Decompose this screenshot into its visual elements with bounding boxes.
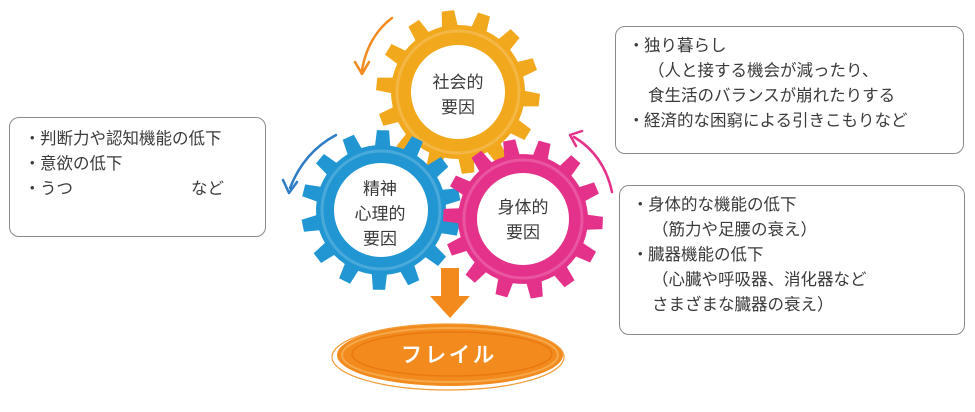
list-item-detail: 食生活のバランスが崩れたりする xyxy=(648,86,896,105)
physical-factors-box: ・身体的な機能の低下 （筋力や足腰の衰え） ・臓器機能の低下 （心臓や呼吸器、消… xyxy=(619,185,965,335)
list-item: ・身体的な機能の低下 xyxy=(632,195,797,214)
list-item: ・独り暮らし xyxy=(628,36,727,55)
list-item: ・経済的な困窮による引きこもりなど xyxy=(628,111,908,130)
list-item-detail: （人と接する機会が減ったり、 xyxy=(648,61,879,80)
list-item-detail: （筋力や足腰の衰え） xyxy=(652,220,817,239)
gear-physical-label: 身体的 要因 xyxy=(497,198,549,243)
gear-psychological-label: 精神 心理的 要因 xyxy=(354,179,406,250)
list-item: ・うつなど xyxy=(24,179,224,198)
list-item-detail: さまざまな臓器の衰え） xyxy=(652,295,834,314)
gear-social-label: 社会的 要因 xyxy=(432,73,484,118)
list-item: ・判断力や認知機能の低下 xyxy=(24,129,222,148)
list-item: ・臓器機能の低下 xyxy=(632,245,764,264)
gear-psychological-icon xyxy=(301,130,461,290)
gear-physical-icon xyxy=(443,139,603,299)
curved-arrow-top-icon xyxy=(353,16,394,76)
list-item-detail: （心臓や呼吸器、消化器など xyxy=(652,270,867,289)
frail-label: フレイル xyxy=(401,343,497,367)
curved-arrow-right-icon xyxy=(568,129,614,194)
list-item: ・意欲の低下 xyxy=(24,154,123,173)
frail-ellipse xyxy=(331,323,565,391)
curved-arrow-left-icon xyxy=(281,133,338,195)
psychological-factors-box: ・判断力や認知機能の低下 ・意欲の低下 ・うつなど xyxy=(9,117,266,237)
down-arrow-icon xyxy=(430,268,470,318)
social-factors-box: ・独り暮らし （人と接する機会が減ったり、 食生活のバランスが崩れたりする ・経… xyxy=(615,26,964,154)
gear-social-icon xyxy=(376,10,540,174)
